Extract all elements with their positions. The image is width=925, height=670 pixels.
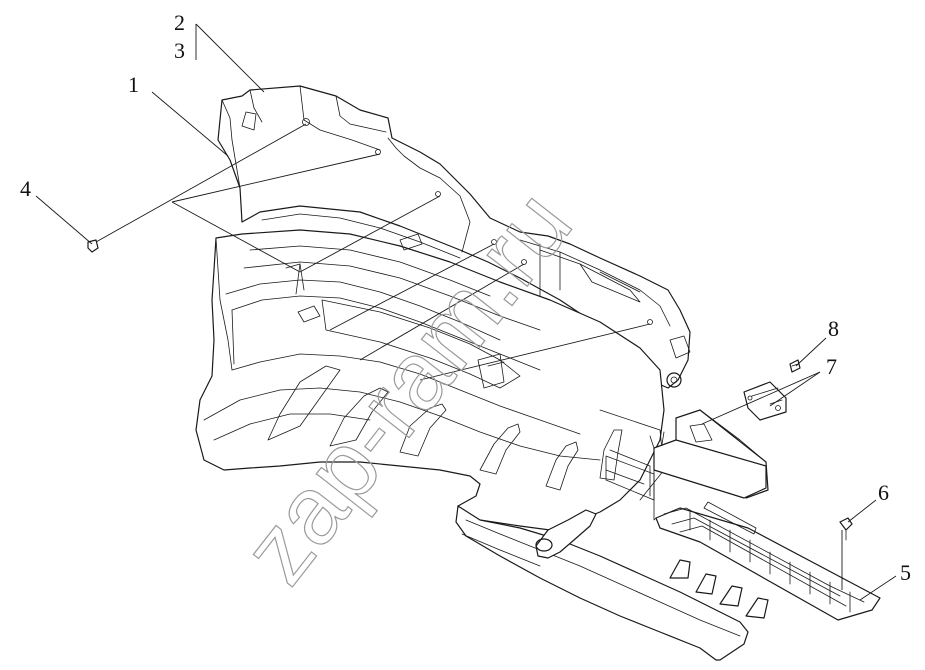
upper-back-panel <box>217 85 717 445</box>
step-tread <box>605 431 881 621</box>
floor-plate <box>455 505 749 661</box>
callout-labels: 2 3 1 4 8 7 6 5 <box>20 10 911 585</box>
callout-8: 8 <box>828 316 839 341</box>
leader-lines <box>35 23 897 601</box>
bolt-8 <box>789 359 801 373</box>
callout-4: 4 <box>20 176 31 201</box>
callout-7: 7 <box>826 354 837 379</box>
callout-1: 1 <box>128 72 139 97</box>
callout-5: 5 <box>900 560 911 585</box>
callout-3: 3 <box>174 38 185 63</box>
callout-6: 6 <box>878 480 889 505</box>
callout-2: 2 <box>174 10 185 35</box>
